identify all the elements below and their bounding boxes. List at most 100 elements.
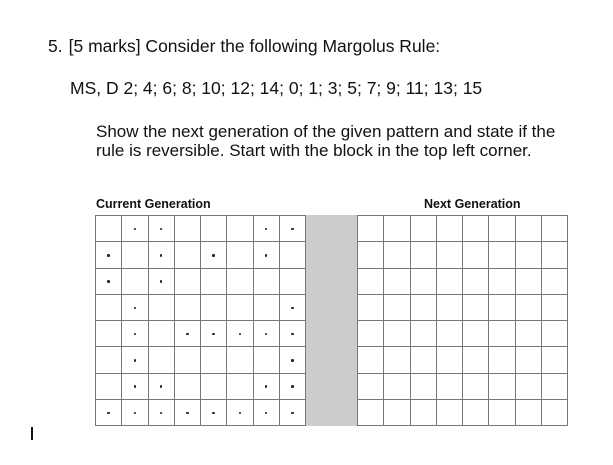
next-grid-cell[interactable] — [384, 242, 411, 269]
live-cell-dot — [133, 385, 137, 388]
next-grid-cell[interactable] — [489, 268, 516, 295]
next-grid-cell[interactable] — [463, 294, 490, 321]
next-grid-cell[interactable] — [463, 347, 490, 374]
next-grid-cell[interactable] — [489, 321, 516, 348]
current-grid-cell — [253, 216, 280, 243]
current-grid-cell — [227, 242, 254, 269]
next-grid-cell[interactable] — [541, 268, 568, 295]
next-grid-cell[interactable] — [463, 268, 490, 295]
current-grid-cell — [279, 294, 306, 321]
next-grid-cell[interactable] — [410, 347, 437, 374]
next-grid-cell[interactable] — [515, 373, 542, 400]
next-grid-cell[interactable] — [541, 321, 568, 348]
next-grid-cell[interactable] — [358, 399, 385, 426]
next-grid-cell[interactable] — [358, 347, 385, 374]
current-grid-cell — [96, 373, 123, 400]
next-grid-cell[interactable] — [541, 347, 568, 374]
next-grid-cell[interactable] — [541, 294, 568, 321]
current-grid-cell — [148, 268, 175, 295]
next-grid-cell[interactable] — [436, 373, 463, 400]
next-generation-label: Next Generation — [424, 197, 521, 211]
current-generation-label: Current Generation — [96, 197, 211, 211]
current-grid-cell — [96, 216, 123, 243]
next-grid-cell[interactable] — [358, 242, 385, 269]
next-grid-cell[interactable] — [515, 321, 542, 348]
next-grid-cell[interactable] — [489, 242, 516, 269]
next-grid-cell[interactable] — [358, 321, 385, 348]
next-grid-cell[interactable] — [515, 242, 542, 269]
next-grid-cell[interactable] — [541, 216, 568, 243]
next-grid-cell[interactable] — [410, 399, 437, 426]
current-grid-cell — [96, 347, 123, 374]
current-grid-cell — [201, 294, 228, 321]
live-cell-dot — [291, 332, 294, 336]
next-grid-cell[interactable] — [463, 242, 490, 269]
next-grid-cell[interactable] — [358, 268, 385, 295]
next-grid-cell[interactable] — [463, 373, 490, 400]
current-grid-cell — [201, 399, 228, 426]
live-cell-dot — [291, 359, 294, 362]
live-cell-dot — [186, 332, 189, 336]
margolus-rule: MS, D 2; 4; 6; 8; 10; 12; 14; 0; 1; 3; 5… — [70, 78, 483, 98]
next-grid-cell[interactable] — [384, 216, 411, 243]
next-grid-cell[interactable] — [410, 321, 437, 348]
next-grid-cell[interactable] — [384, 294, 411, 321]
next-grid-cell[interactable] — [489, 373, 516, 400]
next-grid-cell[interactable] — [384, 321, 411, 348]
current-grid-cell — [227, 294, 254, 321]
next-grid-cell[interactable] — [541, 399, 568, 426]
next-grid-cell[interactable] — [358, 294, 385, 321]
next-grid-cell[interactable] — [436, 242, 463, 269]
live-cell-dot — [186, 411, 189, 415]
next-grid-cell[interactable] — [410, 294, 437, 321]
next-grid-cell[interactable] — [436, 216, 463, 243]
next-grid-cell[interactable] — [436, 294, 463, 321]
next-grid-cell[interactable] — [489, 216, 516, 243]
current-grid-cell — [227, 268, 254, 295]
current-grid-cell — [174, 294, 201, 321]
current-grid-cell — [148, 294, 175, 321]
next-grid-cell[interactable] — [384, 373, 411, 400]
next-grid-cell[interactable] — [489, 399, 516, 426]
next-grid-cell[interactable] — [515, 216, 542, 243]
current-grid-cell — [253, 399, 280, 426]
next-grid-cell[interactable] — [436, 321, 463, 348]
next-grid-cell[interactable] — [515, 294, 542, 321]
next-grid-cell[interactable] — [541, 373, 568, 400]
next-grid-cell[interactable] — [384, 399, 411, 426]
next-generation-grid[interactable] — [357, 215, 568, 426]
next-grid-cell[interactable] — [515, 268, 542, 295]
next-grid-cell[interactable] — [436, 399, 463, 426]
next-grid-cell[interactable] — [410, 242, 437, 269]
live-cell-dot — [291, 227, 294, 231]
next-grid-cell[interactable] — [436, 268, 463, 295]
next-grid-cell[interactable] — [410, 373, 437, 400]
next-grid-cell[interactable] — [541, 242, 568, 269]
current-grid-cell — [148, 242, 175, 269]
next-grid-cell[interactable] — [515, 399, 542, 426]
next-grid-cell[interactable] — [489, 294, 516, 321]
current-grid-cell — [96, 242, 123, 269]
next-grid-cell[interactable] — [410, 268, 437, 295]
next-grid-cell[interactable] — [410, 216, 437, 243]
current-grid-cell — [122, 216, 149, 243]
next-grid-cell[interactable] — [358, 216, 385, 243]
current-grid-cell — [227, 216, 254, 243]
next-grid-cell[interactable] — [463, 399, 490, 426]
next-grid-cell[interactable] — [515, 347, 542, 374]
next-grid-cell[interactable] — [463, 216, 490, 243]
next-grid-cell[interactable] — [489, 347, 516, 374]
current-grid-cell — [148, 347, 175, 374]
live-cell-dot — [159, 411, 163, 415]
live-cell-dot — [238, 332, 242, 336]
live-cell-dot — [159, 254, 163, 257]
current-grid-cell — [122, 242, 149, 269]
next-grid-cell[interactable] — [436, 347, 463, 374]
current-grid-cell — [253, 242, 280, 269]
next-grid-cell[interactable] — [384, 268, 411, 295]
next-grid-cell[interactable] — [463, 321, 490, 348]
current-grid-cell — [279, 373, 306, 400]
next-grid-cell[interactable] — [358, 373, 385, 400]
next-grid-cell[interactable] — [384, 347, 411, 374]
live-cell-dot — [264, 227, 268, 231]
